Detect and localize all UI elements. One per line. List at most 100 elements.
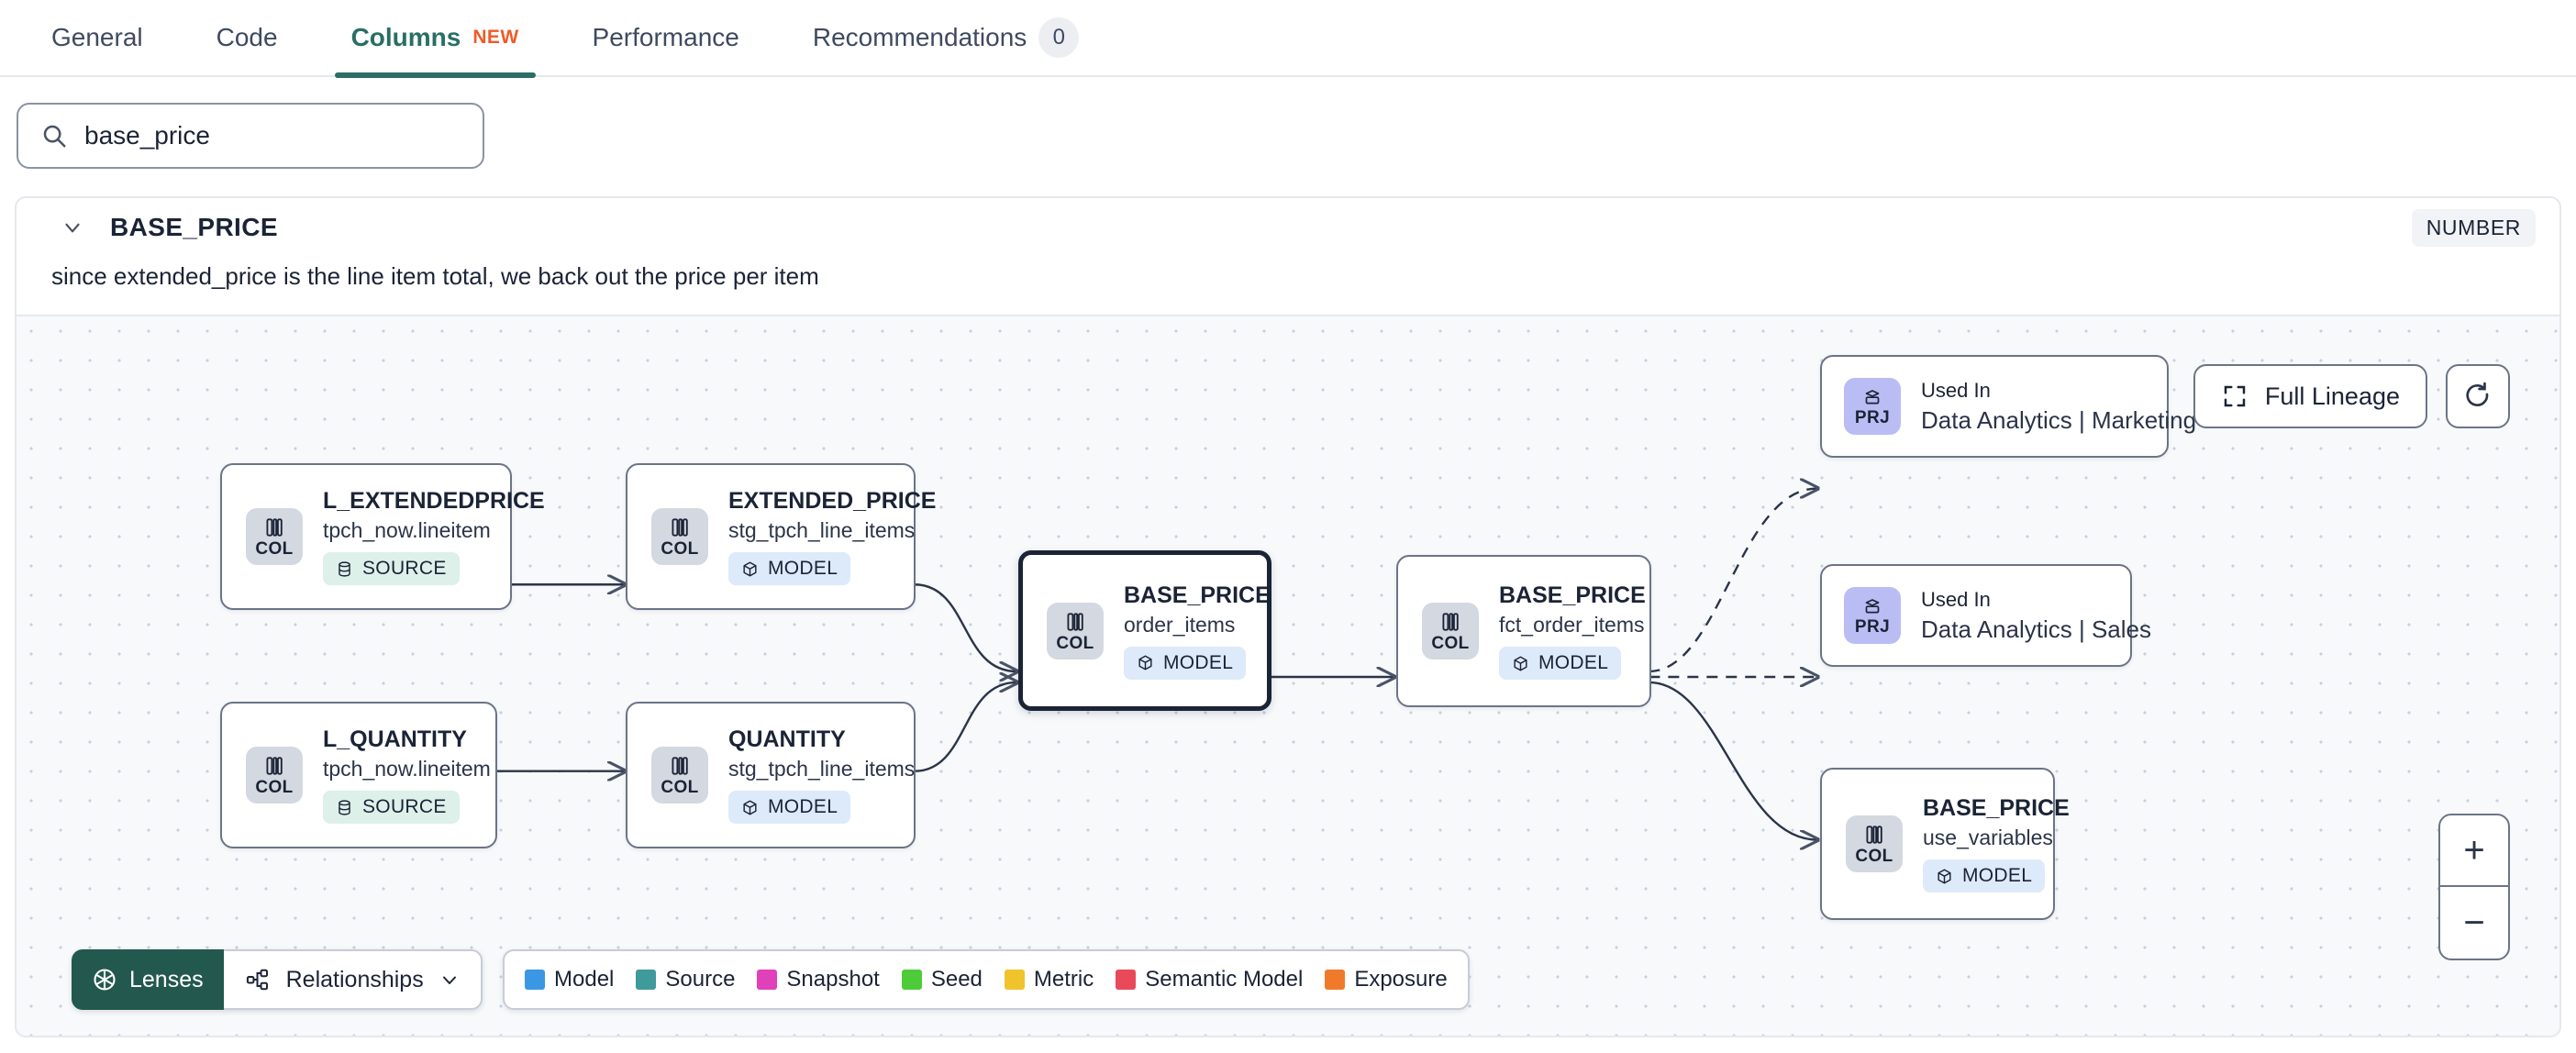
cube-icon (1138, 655, 1152, 671)
tab-bar: General Code Columns NEW Performance Rec… (0, 0, 2576, 78)
lineage-node-base-price-use-variables[interactable]: COL BASE_PRICE use_variables MODEL (1820, 768, 2070, 920)
aperture-icon (94, 969, 116, 991)
database-icon (339, 560, 350, 577)
zoom-out-button[interactable]: − (2463, 902, 2485, 943)
lenses-group: Lenses Relationships (72, 949, 483, 1010)
lineage-node-l-quantity[interactable]: COL L_QUANTITY tpch_now.lineitem SOURCE (220, 702, 497, 848)
node-subtitle: use_variables (1923, 826, 2053, 849)
tab-label: Columns (350, 23, 461, 51)
column-icon (266, 518, 283, 537)
node-subtitle: Data Analytics | Sales (1921, 615, 2151, 643)
badge-label: SOURCE (362, 796, 447, 817)
lineage-node-used-in-marketing[interactable]: PRJ Used In Data Analytics | Marketing (1820, 355, 2197, 458)
node-body: L_QUANTITY tpch_now.lineitem SOURCE (323, 726, 491, 824)
legend-swatch (636, 970, 657, 990)
legend-label: Exposure (1354, 967, 1448, 992)
chevron-down-icon[interactable] (439, 969, 461, 991)
badge-label: MODEL (1163, 651, 1234, 673)
lineage-node-extended-price[interactable]: COL EXTENDED_PRICE stg_tpch_line_items M… (626, 463, 936, 610)
legend-swatch (1116, 970, 1137, 990)
node-body: BASE_PRICE order_items MODEL (1124, 582, 1271, 680)
node-subtitle: Data Analytics | Marketing (1921, 405, 2197, 434)
legend-swatch (901, 970, 922, 990)
zoom-in-button[interactable]: + (2440, 815, 2508, 887)
tab-columns[interactable]: Columns NEW (334, 0, 536, 78)
tab-performance[interactable]: Performance (593, 0, 739, 76)
search-area: base_price (0, 77, 2576, 169)
node-title: L_EXTENDEDPRICE (323, 488, 545, 514)
chip-label: COL (255, 778, 294, 797)
full-lineage-button[interactable]: Full Lineage (2193, 364, 2427, 428)
zoom-controls[interactable]: + − (2438, 814, 2510, 960)
badge-label: SOURCE (362, 558, 447, 579)
node-subtitle: tpch_now.lineitem (323, 518, 491, 542)
lenses-label: Lenses (129, 966, 204, 992)
relationships-dropdown[interactable]: Relationships (223, 949, 483, 1010)
lenses-button[interactable]: Lenses (72, 949, 224, 1010)
node-type-badge: SOURCE (323, 552, 460, 585)
refresh-button[interactable] (2446, 364, 2510, 428)
col-chip: COL (651, 747, 708, 804)
nodes-icon (246, 969, 268, 991)
node-body: EXTENDED_PRICE stg_tpch_line_items MODEL (728, 488, 936, 585)
column-card: BASE_PRICE NUMBER since extended_price i… (15, 196, 2561, 1037)
search-icon (43, 125, 66, 148)
page-title: BASE_PRICE (110, 213, 278, 241)
col-chip: COL (246, 508, 303, 565)
badge-label: MODEL (768, 558, 838, 579)
legend-item-semantic-model: Semantic Model (1116, 967, 1303, 992)
column-icon (672, 518, 688, 537)
legend-label: Seed (930, 967, 983, 992)
node-type-badge: MODEL (728, 791, 851, 824)
column-icon (1866, 826, 1882, 844)
node-title: Used In (1921, 378, 1991, 402)
node-title: Used In (1921, 587, 1991, 611)
legend-swatch (1325, 970, 1346, 990)
lineage-node-quantity[interactable]: COL QUANTITY stg_tpch_line_items MODEL (626, 702, 916, 848)
tab-code[interactable]: Code (217, 0, 278, 76)
project-icon (1865, 390, 1880, 405)
node-subtitle: order_items (1124, 612, 1236, 637)
legend-item-metric: Metric (1004, 967, 1094, 992)
lineage-canvas[interactable]: COL L_EXTENDEDPRICE tpch_now.lineitem SO… (17, 315, 2559, 1036)
node-body: Used In Data Analytics | Sales (1921, 587, 2151, 644)
search-value: base_price (84, 121, 210, 150)
tab-general[interactable]: General (51, 0, 143, 76)
col-chip: COL (651, 508, 708, 565)
node-body: BASE_PRICE use_variables MODEL (1923, 795, 2070, 892)
legend-swatch (525, 970, 545, 990)
col-chip: COL (246, 747, 303, 804)
tab-label: General (51, 23, 143, 51)
legend-item-model: Model (525, 967, 614, 992)
node-type-badge: SOURCE (323, 791, 460, 824)
badge-label: MODEL (1962, 865, 2033, 886)
refresh-icon (2466, 382, 2489, 406)
chip-label: COL (1855, 847, 1893, 866)
node-subtitle: stg_tpch_line_items (728, 757, 916, 781)
chip-label: COL (661, 539, 699, 559)
legend-item-seed: Seed (901, 967, 983, 992)
node-body: BASE_PRICE fct_order_items MODEL (1499, 582, 1646, 680)
lineage-node-base-price-fct-order-items[interactable]: COL BASE_PRICE fct_order_items MODEL (1396, 555, 1651, 707)
badge-label: MODEL (1538, 652, 1609, 673)
legend-label: Semantic Model (1145, 967, 1304, 992)
col-chip: COL (1422, 603, 1479, 660)
search-input[interactable]: base_price (17, 103, 484, 169)
cube-icon (1938, 869, 1951, 883)
column-type-badge: NUMBER (2411, 208, 2536, 247)
project-icon (1865, 599, 1880, 614)
legend-item-exposure: Exposure (1325, 967, 1448, 992)
node-type-badge: MODEL (1124, 646, 1247, 680)
lineage-node-l-extendedprice[interactable]: COL L_EXTENDEDPRICE tpch_now.lineitem SO… (220, 463, 545, 610)
lineage-node-base-price-order-items[interactable]: COL BASE_PRICE order_items MODEL (1018, 550, 1271, 711)
lineage-legend: Model Source Snapshot Seed Metric Semant… (503, 949, 1470, 1010)
column-header[interactable]: BASE_PRICE NUMBER (17, 198, 2559, 257)
column-icon (672, 757, 688, 775)
tab-recommendations[interactable]: Recommendations 0 (813, 0, 1080, 76)
node-title: BASE_PRICE (1923, 795, 2070, 821)
node-subtitle: stg_tpch_line_items (728, 518, 916, 542)
node-body: QUANTITY stg_tpch_line_items MODEL (728, 726, 916, 824)
cube-icon (743, 800, 757, 815)
chevron-down-icon[interactable] (61, 216, 84, 239)
lineage-node-used-in-sales[interactable]: PRJ Used In Data Analytics | Sales (1820, 564, 2151, 667)
